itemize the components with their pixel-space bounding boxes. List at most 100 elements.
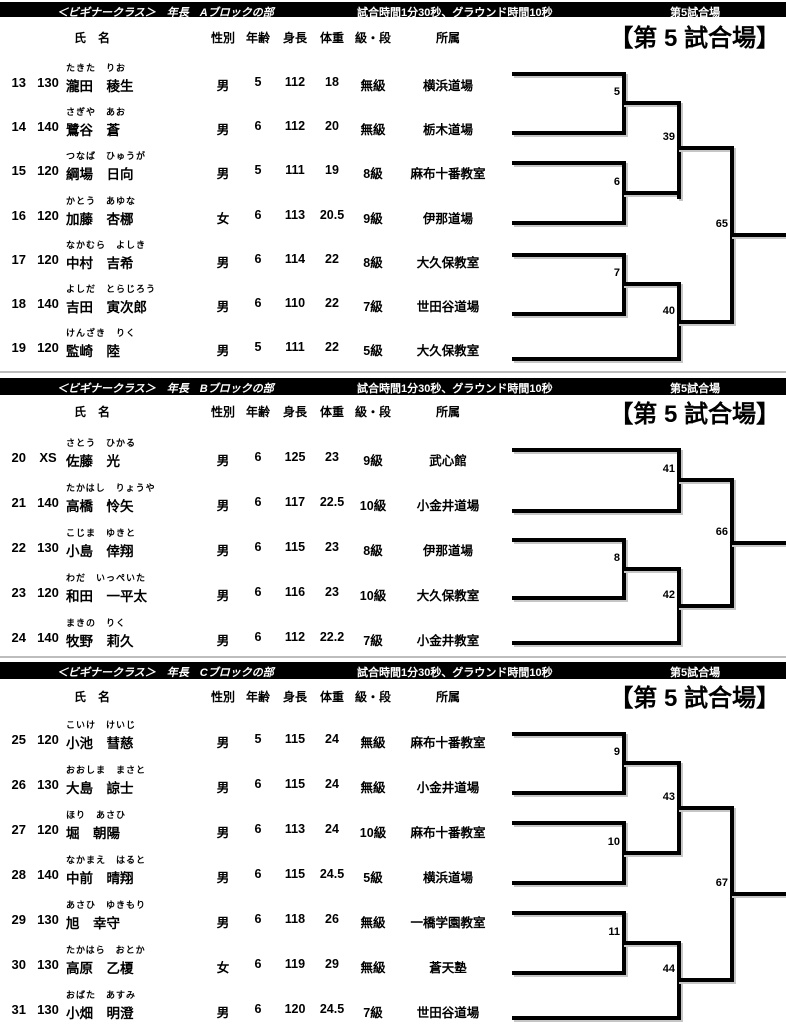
height-value: 117 [284,495,306,509]
section-divider [0,656,786,658]
bodyweight-value: 22 [325,251,339,266]
player-name: 佐藤 光 [66,454,120,469]
bracket-line [622,191,681,195]
weight-class: 130 [37,75,59,90]
bodyweight-value: 23 [325,585,339,599]
rank-value: 7級 [363,1006,383,1020]
match-time-rule: 試合時間1分30秒、グラウンド時間10秒 [357,383,553,395]
sex-value: 男 [216,916,230,930]
col-age: 年齢 [245,690,270,704]
match-number: 43 [662,791,675,803]
club-value: 栃木道場 [422,123,473,138]
name-furigana: さとう ひかる [66,438,137,448]
bracket-line [512,509,681,513]
bracket-line [512,791,626,795]
col-height: 身長 [282,690,307,704]
club-value: 麻布十番教室 [410,826,486,840]
club-value: 大久保教室 [416,589,480,603]
section-c-header-bar: ＜ビギナークラス＞ 年長 Cブロックの部 試合時間1分30秒、グラウンド時間10… [0,662,786,679]
bracket-line [622,567,681,571]
bracket-line [512,911,626,915]
bodyweight-value: 20 [325,119,339,134]
height-value: 120 [284,1002,306,1016]
bracket-line [512,1016,681,1020]
sex-value: 男 [216,499,230,513]
weight-class: 140 [37,495,59,510]
age-value: 6 [254,540,262,554]
court-label: 第5試合場 [670,667,721,679]
court-title-large: 【第 5 試合場】 [609,685,780,712]
height-value: 112 [284,630,306,644]
col-sex: 性別 [210,31,235,45]
sex-value: 男 [216,544,230,558]
name-furigana: たきた りお [66,63,127,73]
club-value: 横浜道場 [422,79,473,93]
name-furigana: まきの りく [66,618,127,628]
player-name: 旭 幸守 [66,916,120,931]
bracket-line [677,604,734,608]
match-number: 9 [613,746,620,758]
sex-value: 女 [216,211,230,226]
section-title: ＜ビギナークラス＞ 年長 Bブロックの部 [57,383,274,395]
name-furigana: よしだ とらじろう [66,284,157,294]
rank-value: 8級 [363,167,383,182]
col-club: 所属 [435,405,460,419]
sex-value: 男 [216,1006,230,1020]
player-name: 小池 彗慈 [66,736,134,751]
rank-value: 9級 [363,454,383,468]
weight-class: 120 [37,163,59,179]
player-name: 和田 一平太 [66,589,147,604]
rank-value: 10級 [359,826,387,840]
sex-value: 女 [216,961,230,975]
rank-value: 無級 [360,79,386,93]
table-row: 15 120 つなば ひゅうが 綱場 日向 男 5 111 19 8級 麻布十番… [0,147,512,183]
table-row: 29 130 あさひ ゆきもり 旭 幸守 男 6 118 26 無級 一橋学園教… [0,896,512,932]
club-value: 世田谷道場 [416,300,480,314]
match-number: 10 [607,836,620,848]
sex-value: 男 [216,255,230,270]
bracket-line [622,761,681,765]
player-name: 監崎 陸 [66,344,120,360]
weight-class: 140 [37,296,59,311]
rank-value: 10級 [359,589,387,603]
bodyweight-value: 22 [325,340,339,355]
height-value: 118 [284,912,306,926]
weight-class: 130 [37,957,59,972]
sex-value: 男 [216,826,230,840]
table-row: 18 140 よしだ とらじろう 吉田 寅次郎 男 6 110 22 7級 世田… [0,280,512,316]
rank-value: 無級 [360,781,386,795]
table-row: 28 140 なかまえ はると 中前 晴翔 男 6 115 24.5 5級 横浜… [0,851,512,887]
match-number: 11 [608,926,620,938]
entry-number: 30 [11,957,26,972]
bodyweight-value: 22.2 [319,630,345,644]
name-furigana: たかはら おとか [66,945,146,955]
name-furigana: あさひ ゆきもり [66,900,147,910]
rank-value: 無級 [360,123,386,138]
club-value: 小金井道場 [416,499,480,513]
age-value: 6 [254,867,262,881]
match-number: 41 [662,463,675,475]
weight-class: 130 [37,1002,59,1017]
sex-value: 男 [216,79,230,93]
sex-value: 男 [216,167,230,182]
bodyweight-value: 24 [325,822,339,836]
age-value: 6 [254,207,262,222]
col-sex: 性別 [210,405,235,419]
table-row: 24 140 まきの りく 牧野 莉久 男 6 112 22.2 7級 小金井教… [0,614,512,650]
section-title: ＜ビギナークラス＞ 年長 Aブロックの部 [57,7,274,19]
bracket-line [512,881,626,885]
rank-value: 10級 [359,499,387,513]
sex-value: 男 [216,454,230,468]
entry-number: 18 [11,296,26,311]
player-name: 瀧田 稜生 [66,79,134,94]
age-value: 5 [254,163,262,178]
bodyweight-value: 24.5 [319,1002,345,1016]
weight-class: 120 [37,585,59,600]
age-value: 6 [254,251,262,266]
bracket-line [512,641,681,645]
bodyweight-value: 23 [325,450,339,464]
bodyweight-value: 29 [325,957,339,971]
weight-class: 130 [37,540,59,555]
entry-number: 15 [11,163,26,179]
bracket-line [512,538,626,542]
